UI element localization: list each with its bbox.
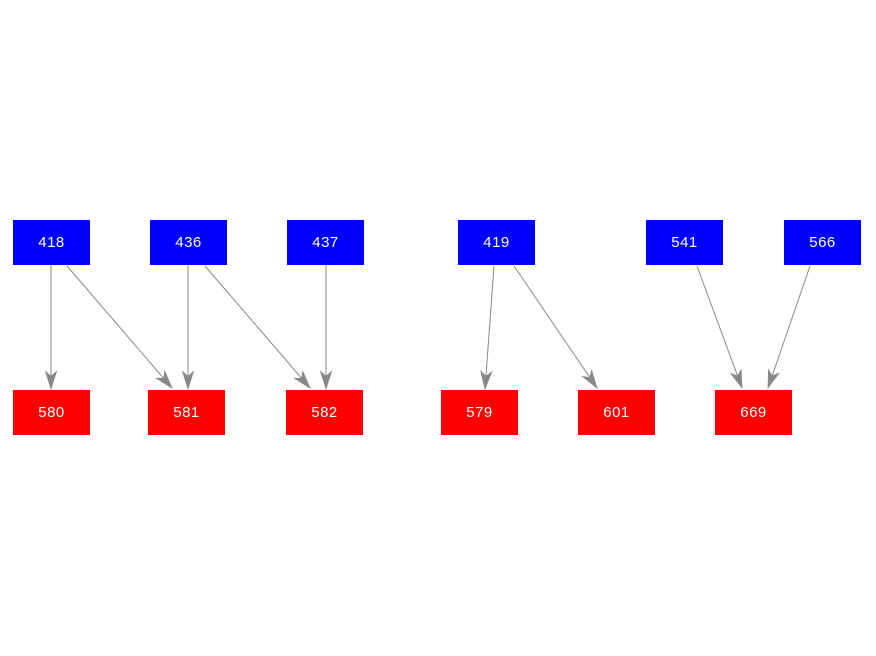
node-label: 581 [173,404,200,421]
node-436: 436 [150,220,227,265]
node-419: 419 [458,220,535,265]
edge-group [44,265,811,391]
node-label: 669 [740,404,767,421]
node-label: 579 [466,404,493,421]
node-437: 437 [287,220,364,265]
node-580: 580 [13,390,90,435]
node-566: 566 [784,220,861,265]
edge-419-579 [480,265,495,391]
node-label: 436 [175,234,202,251]
node-label: 566 [809,234,836,251]
node-669: 669 [715,390,792,435]
node-label: 601 [603,404,630,421]
node-label: 541 [671,234,698,251]
node-label: 419 [483,234,510,251]
node-label: 582 [311,404,338,421]
node-541: 541 [646,220,723,265]
node-582: 582 [286,390,363,435]
edge-566-669 [767,265,811,390]
node-581: 581 [148,390,225,435]
node-label: 418 [38,234,65,251]
node-label: 580 [38,404,65,421]
node-418: 418 [13,220,90,265]
node-label: 437 [312,234,339,251]
edge-436-582 [204,265,311,389]
edge-541-669 [696,265,743,390]
node-579: 579 [441,390,518,435]
edge-418-581 [66,265,173,389]
edge-419-601 [513,265,598,390]
node-601: 601 [578,390,655,435]
